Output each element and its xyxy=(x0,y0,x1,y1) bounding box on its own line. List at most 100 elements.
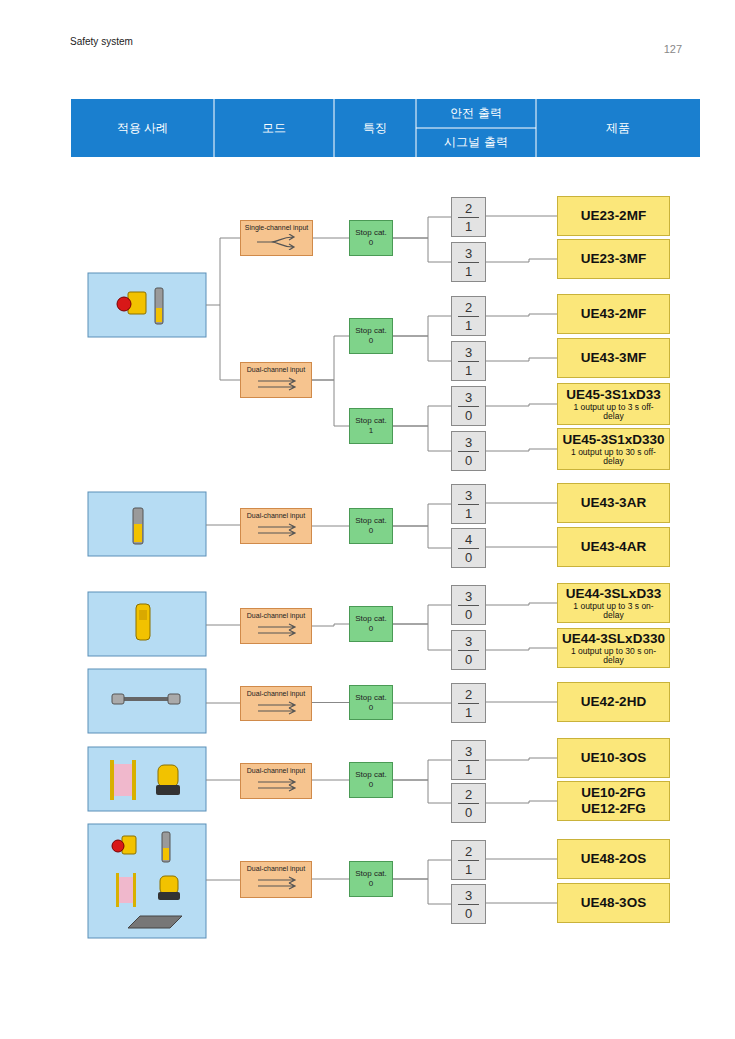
safety-output-count: 4 xyxy=(458,531,479,549)
safety-output-count: 3 xyxy=(458,633,479,651)
connector xyxy=(393,760,451,780)
connector xyxy=(393,406,451,426)
header-cell: 제품 xyxy=(536,99,700,157)
product-box: UE10-3OS xyxy=(557,738,670,778)
dual-channel-symbol xyxy=(252,522,300,538)
safety-output-count: 2 xyxy=(458,686,479,704)
dual-channel-symbol xyxy=(252,700,300,716)
product-name: UE44-3SLxD33 xyxy=(566,586,661,602)
safety-output-count: 3 xyxy=(458,588,479,606)
feature-box: Stop cat.0 xyxy=(349,685,393,720)
box-text: Dual-channel input xyxy=(247,767,305,774)
mode-box: Dual-channel input xyxy=(240,686,312,721)
connector xyxy=(486,404,557,406)
output-count-box: 31 xyxy=(451,341,486,381)
product-box: UE45-3S1xD331 output up to 3 s off-delay xyxy=(557,383,670,425)
output-count-box: 21 xyxy=(451,840,486,880)
box-text: Stop cat. xyxy=(355,228,387,238)
product-box: UE43-4AR xyxy=(557,527,670,567)
signal-output-count: 1 xyxy=(458,505,479,522)
output-count-box: 30 xyxy=(451,585,486,625)
picture-lines xyxy=(206,238,240,880)
safety-output-count: 3 xyxy=(458,434,479,452)
box-text: 1 xyxy=(369,426,373,436)
connector xyxy=(312,380,349,426)
product-name: UE43-2MF xyxy=(581,306,646,322)
product-box: UE48-3OS xyxy=(557,883,670,923)
signal-output-count: 0 xyxy=(458,651,479,668)
box-text: 0 xyxy=(369,780,373,790)
product-box: UE44-3SLxD3301 output up to 30 s on-dela… xyxy=(557,628,670,668)
signal-output-count: 0 xyxy=(458,804,479,821)
connector xyxy=(486,801,557,803)
product-name: UE45-3S1xD330 xyxy=(562,432,664,448)
safety-output-count: 3 xyxy=(458,487,479,505)
signal-output-count: 0 xyxy=(458,905,479,922)
product-box: UE23-3MF xyxy=(557,239,670,279)
picture-boxes xyxy=(88,273,206,938)
signal-output-count: 0 xyxy=(458,407,479,424)
connector xyxy=(393,860,451,879)
product-name: UE45-3S1xD33 xyxy=(566,387,661,403)
header-cell: 모드 xyxy=(214,99,334,157)
connector xyxy=(393,624,451,650)
safety-output-count: 2 xyxy=(458,200,479,218)
output-count-box: 30 xyxy=(451,386,486,426)
product-name: UE43-3MF xyxy=(581,350,646,366)
product-note: 1 output up to 3 s off-delay xyxy=(564,403,664,421)
product-box: UE43-2MF xyxy=(557,294,670,334)
feature-box: Stop cat.0 xyxy=(349,220,393,256)
mode-box: Dual-channel input xyxy=(240,508,312,544)
single-channel-symbol xyxy=(253,234,301,250)
page-number: 127 xyxy=(600,43,682,59)
box-text: Dual-channel input xyxy=(247,690,305,697)
signal-output-count: 1 xyxy=(458,704,479,721)
estop-and-switch xyxy=(117,288,163,324)
product-box: UE23-2MF xyxy=(557,196,670,236)
connector xyxy=(312,526,349,527)
output-count-box: 31 xyxy=(451,242,486,282)
feature-box: Stop cat.0 xyxy=(349,318,393,354)
connector xyxy=(393,879,451,904)
box-text: Stop cat. xyxy=(355,416,387,426)
connector xyxy=(486,216,557,217)
safety-output-count: 2 xyxy=(458,299,479,317)
product-name: UE23-2MF xyxy=(581,208,646,224)
connector xyxy=(486,648,557,650)
product-box: UE43-3AR xyxy=(557,483,670,523)
connector xyxy=(393,238,451,262)
connector xyxy=(486,758,557,760)
output-count-box: 40 xyxy=(451,528,486,568)
box-text: 0 xyxy=(369,624,373,634)
connector xyxy=(313,238,349,239)
hinge-bar xyxy=(112,694,180,704)
connector xyxy=(486,603,557,605)
header-cell: 특징 xyxy=(334,99,416,157)
box-text: Stop cat. xyxy=(355,693,387,703)
box-text: Dual-channel input xyxy=(247,366,305,373)
box-text: Dual-channel input xyxy=(247,865,305,872)
connector xyxy=(486,903,557,904)
product-name: UE12-2FG xyxy=(581,801,646,817)
product-name: UE43-4AR xyxy=(581,539,646,555)
header-cell: 안전 출력 xyxy=(416,99,536,128)
signal-output-count: 1 xyxy=(458,218,479,235)
output-count-box: 30 xyxy=(451,431,486,471)
dual-channel-symbol xyxy=(252,376,300,392)
safety-output-count: 2 xyxy=(458,786,479,804)
connector xyxy=(393,316,451,336)
feature-box: Stop cat.1 xyxy=(349,408,393,444)
connector xyxy=(312,702,349,703)
box-text: Stop cat. xyxy=(355,516,387,526)
output-count-box: 31 xyxy=(451,740,486,780)
connector xyxy=(393,780,451,803)
output-count-box: 21 xyxy=(451,296,486,336)
box-text: Stop cat. xyxy=(355,326,387,336)
connector xyxy=(312,624,349,626)
connector xyxy=(393,504,451,526)
door-switch xyxy=(133,508,143,544)
signal-output-count: 1 xyxy=(458,263,479,280)
product-box: UE10-2FGUE12-2FG xyxy=(557,781,670,821)
connector xyxy=(393,605,451,624)
signal-output-count: 0 xyxy=(458,549,479,566)
